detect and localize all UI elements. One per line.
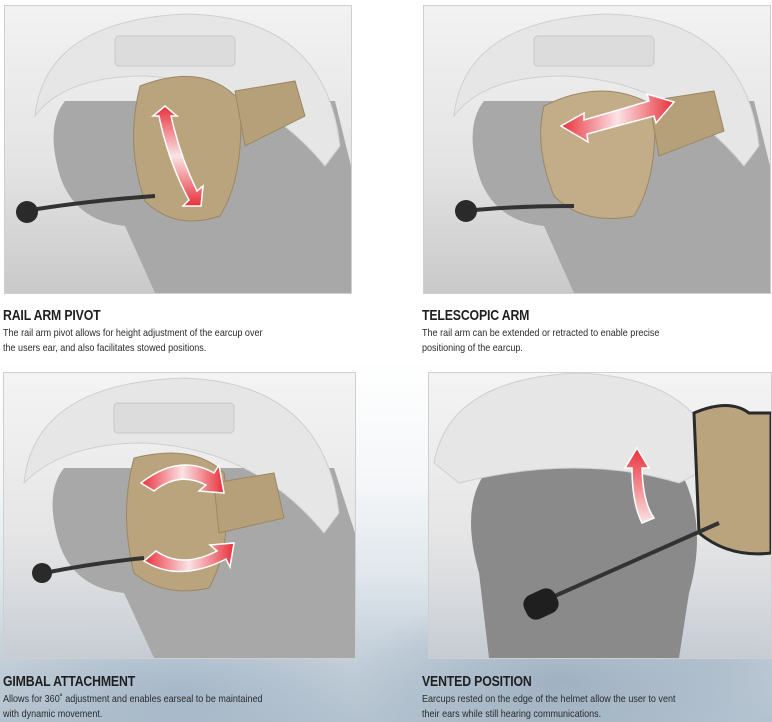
helmet-shape [453, 13, 760, 167]
helmet-shape [433, 373, 720, 484]
helmet-rail [113, 402, 235, 434]
feature-heading: VENTED POSITION [422, 673, 532, 690]
feature-description-line2: the users ear, and also facilitates stow… [3, 342, 207, 354]
helmet-rail [114, 35, 236, 67]
boom-mic-arm [43, 556, 145, 575]
feature-heading: GIMBAL ATTACHMENT [3, 673, 136, 690]
lower-rotation-arrow-icon [142, 542, 235, 573]
rail-arm-shape [213, 472, 285, 534]
mannequin-face-shape [471, 468, 697, 658]
headset-side-view-illustration [23, 377, 355, 658]
earcup-shape [692, 404, 771, 556]
feature-description-line1: The rail arm pivot allows for height adj… [3, 327, 263, 339]
feature-description-line2: their ears while still hearing communica… [422, 708, 602, 720]
feature-description-line2: with dynamic movement. [3, 708, 103, 720]
gimbal-attachment-image [3, 372, 356, 659]
feature-description-line1: Earcups rested on the edge of the helmet… [422, 693, 676, 705]
earcup-shape [133, 75, 242, 222]
helmet-rail [533, 35, 655, 67]
horizontal-double-arrow-icon [559, 92, 676, 144]
headset-side-view-illustration [453, 13, 770, 293]
upper-rotation-arrow-icon [139, 462, 225, 494]
helmet-shape [23, 377, 340, 534]
feature-description-line1: Allows for 360˚ adjustment and enables e… [3, 693, 263, 705]
feature-heading: TELESCOPIC ARM [422, 307, 530, 324]
mic-foam [16, 201, 38, 223]
upward-arrow-icon [623, 446, 656, 524]
helmet-shape [34, 13, 341, 167]
vented-position-caption: VENTED POSITION Earcups rested on the ed… [422, 673, 762, 721]
vertical-double-arrow-icon [150, 105, 204, 207]
vented-position-image [428, 372, 772, 659]
telescopic-arm-caption: TELESCOPIC ARM The rail arm can be exten… [422, 307, 762, 355]
feature-description-line1: The rail arm can be extended or retracte… [422, 327, 660, 339]
rail-arm-pivot-image [4, 5, 352, 294]
boom-mic-arm [24, 194, 156, 213]
telescopic-arm-image [423, 5, 771, 294]
headset-front-view-illustration [433, 373, 771, 658]
mic-foam [455, 200, 477, 222]
mic-foam [32, 563, 52, 583]
rail-arm-pivot-caption: RAIL ARM PIVOT The rail arm pivot allows… [3, 307, 343, 355]
rail-arm-shape [234, 80, 306, 147]
mic-foam [523, 588, 559, 620]
gimbal-attachment-caption: GIMBAL ATTACHMENT Allows for 360˚ adjust… [3, 673, 343, 721]
headset-side-view-illustration [16, 13, 351, 293]
feature-description-line2: positioning of the earcup. [422, 342, 523, 354]
feature-heading: RAIL ARM PIVOT [3, 307, 101, 324]
boom-mic-arm [538, 521, 720, 605]
